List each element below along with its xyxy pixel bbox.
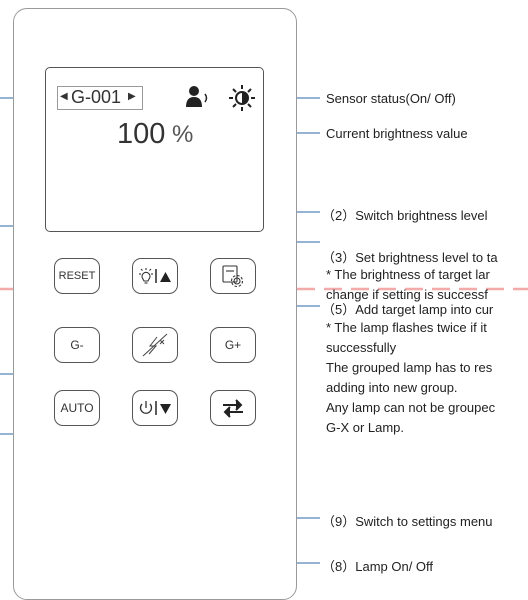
brightness-level-button[interactable] [132,258,178,294]
annotation-set-brightness: （3）Set brightness level to ta [322,250,498,265]
group-minus-button[interactable]: G- [54,327,100,363]
reset-button[interactable]: RESET [54,258,100,294]
annotation-add-note: adding into new group. [326,380,458,395]
annotation-switch-brightness: （2）Switch brightness level [322,208,488,223]
group-left-arrow: ◀ [60,91,68,102]
annotation-add-note: G-X or Lamp. [326,420,405,435]
annotation-add-lamp: （5）Add target lamp into cur [322,302,494,317]
annotation-add-note: successfully [326,340,397,355]
annotation-add-note: The grouped lamp has to res [326,360,493,375]
sensor-sun-icon [229,85,255,111]
settings-document-icon [222,265,244,288]
brightness-unit: % [172,121,194,148]
annotation-sensor-status: Sensor status(On/ Off) [326,91,456,106]
annotation-set-brightness-note: change if setting is successf [326,287,488,302]
power-down-icon [139,401,171,415]
person-sensor-icon [186,86,208,107]
annotation-switch-settings: （9）Switch to settings menu [322,514,493,529]
group-right-arrow: ▶ [128,91,136,102]
swap-arrows-icon [223,399,243,418]
add-lamp-button[interactable] [132,327,178,363]
annotation-add-note: Any lamp can not be groupec [326,400,496,415]
brightness-level-icon [139,268,171,284]
power-button[interactable] [132,390,178,426]
auto-button[interactable]: AUTO [54,390,100,426]
annotation-set-brightness-note: * The brightness of target lar [326,267,490,282]
set-brightness-button[interactable] [210,258,256,294]
annotation-lamp-onoff: （8）Lamp On/ Off [322,559,434,574]
group-selector [57,86,143,110]
settings-menu-button[interactable] [210,390,256,426]
brightness-value: 100 [117,118,166,150]
annotation-current-brightness: Current brightness value [326,126,468,141]
lcd-screen [45,67,264,232]
annotation-add-note: * The lamp flashes twice if it [326,320,487,335]
group-plus-button[interactable]: G+ [210,327,256,363]
pairing-lightning-icon [142,333,168,357]
group-label: G-001 [71,87,122,107]
